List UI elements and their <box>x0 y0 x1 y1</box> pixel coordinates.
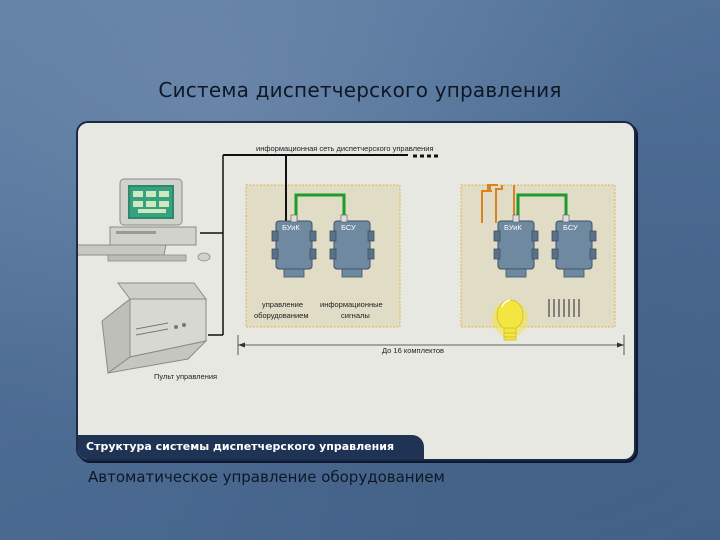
control-label-line1: управление <box>262 300 303 309</box>
slide-subtitle: Автоматическое управление оборудованием <box>88 468 445 486</box>
module-bsu-left <box>329 214 375 278</box>
module-bsu-right <box>551 214 597 278</box>
module-bsu-left-label: БСУ <box>341 223 356 232</box>
range-label: До 16 комплектов <box>382 346 444 355</box>
signal-bars-icon <box>548 299 580 317</box>
module-buik-right <box>493 214 539 278</box>
diagram-canvas: информационная сеть диспетчерского управ… <box>78 144 625 381</box>
diagram-caption: Структура системы диспетчерского управле… <box>78 435 424 459</box>
green-link-right <box>516 193 568 221</box>
console-icon <box>101 282 208 374</box>
module-buik-left-label: БУиК <box>282 223 300 232</box>
console-label: Пульт управления <box>154 372 217 381</box>
module-buik-right-label: БУиК <box>504 223 522 232</box>
range-arrow <box>237 335 625 355</box>
control-label-line2: оборудованием <box>254 311 309 320</box>
module-bsu-right-label: БСУ <box>563 223 578 232</box>
network-label: информационная сеть диспетчерского управ… <box>256 144 434 153</box>
diagram-panel: информационная сеть диспетчерского управ… <box>76 121 636 461</box>
green-link-left <box>294 193 346 221</box>
module-buik-left <box>271 214 317 278</box>
computer-icon <box>78 178 211 262</box>
slide-title: Система диспетчерского управления <box>158 78 562 102</box>
signals-label-line1: информационные <box>320 300 383 309</box>
signals-label-line2: сигналы <box>341 311 370 320</box>
lamp-icon <box>492 299 528 341</box>
